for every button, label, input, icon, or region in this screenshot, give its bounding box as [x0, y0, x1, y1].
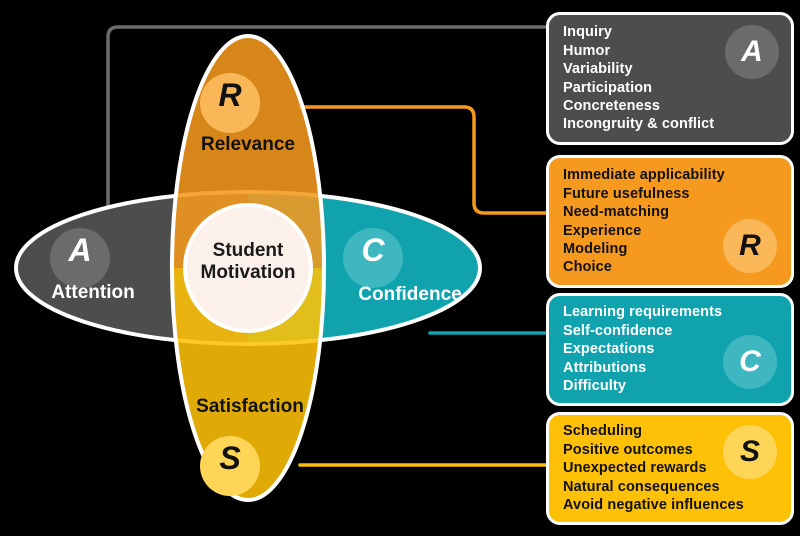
list-item: Difficulty	[563, 378, 627, 395]
detail-list-attention: Inquiry Humor Variability Participation …	[563, 23, 714, 133]
card-badge-satisfaction: S	[723, 425, 777, 479]
list-item: Expectations	[563, 341, 655, 358]
list-item: Experience	[563, 222, 642, 239]
detail-list-confidence: Learning requirements Self-confidence Ex…	[563, 303, 722, 395]
card-badge-relevance: R	[723, 219, 777, 273]
list-item: Avoid negative influences	[563, 497, 744, 514]
venn-ellipse-vertical-outline	[170, 34, 326, 502]
venn-badge-relevance	[200, 73, 260, 133]
list-item: Need-matching	[563, 204, 670, 221]
detail-list-relevance: Immediate applicability Future usefulnes…	[563, 166, 725, 276]
venn-center-circle	[183, 203, 313, 333]
detail-card-confidence[interactable]: Learning requirements Self-confidence Ex…	[546, 293, 794, 406]
list-item: Inquiry	[563, 24, 613, 41]
card-badge-attention: A	[725, 25, 779, 79]
list-item: Concreteness	[563, 97, 661, 114]
list-item: Humor	[563, 42, 611, 59]
list-item: Variability	[563, 61, 633, 78]
detail-list-satisfaction: Scheduling Positive outcomes Unexpected …	[563, 422, 744, 514]
list-item: Choice	[563, 259, 612, 276]
list-item: Attributions	[563, 359, 647, 376]
detail-card-satisfaction[interactable]: Scheduling Positive outcomes Unexpected …	[546, 412, 794, 525]
detail-card-attention[interactable]: Inquiry Humor Variability Participation …	[546, 12, 794, 145]
list-item: Modeling	[563, 240, 628, 257]
list-item: Learning requirements	[563, 304, 723, 321]
venn-badge-satisfaction	[200, 436, 260, 496]
list-item: Scheduling	[563, 423, 643, 440]
list-item: Unexpected rewards	[563, 460, 707, 477]
connector-relevance	[298, 105, 558, 215]
list-item: Incongruity & conflict	[563, 116, 715, 133]
venn-badge-confidence	[343, 228, 403, 288]
list-item: Future usefulness	[563, 185, 690, 202]
connector-attention	[106, 25, 558, 232]
list-item: Positive outcomes	[563, 441, 693, 458]
list-item: Natural consequences	[563, 478, 720, 495]
list-item: Participation	[563, 79, 653, 96]
venn-badge-attention	[50, 228, 110, 288]
list-item: Self-confidence	[563, 322, 673, 339]
card-badge-confidence: C	[723, 335, 777, 389]
detail-card-relevance[interactable]: Immediate applicability Future usefulnes…	[546, 155, 794, 288]
list-item: Immediate applicability	[563, 167, 725, 184]
